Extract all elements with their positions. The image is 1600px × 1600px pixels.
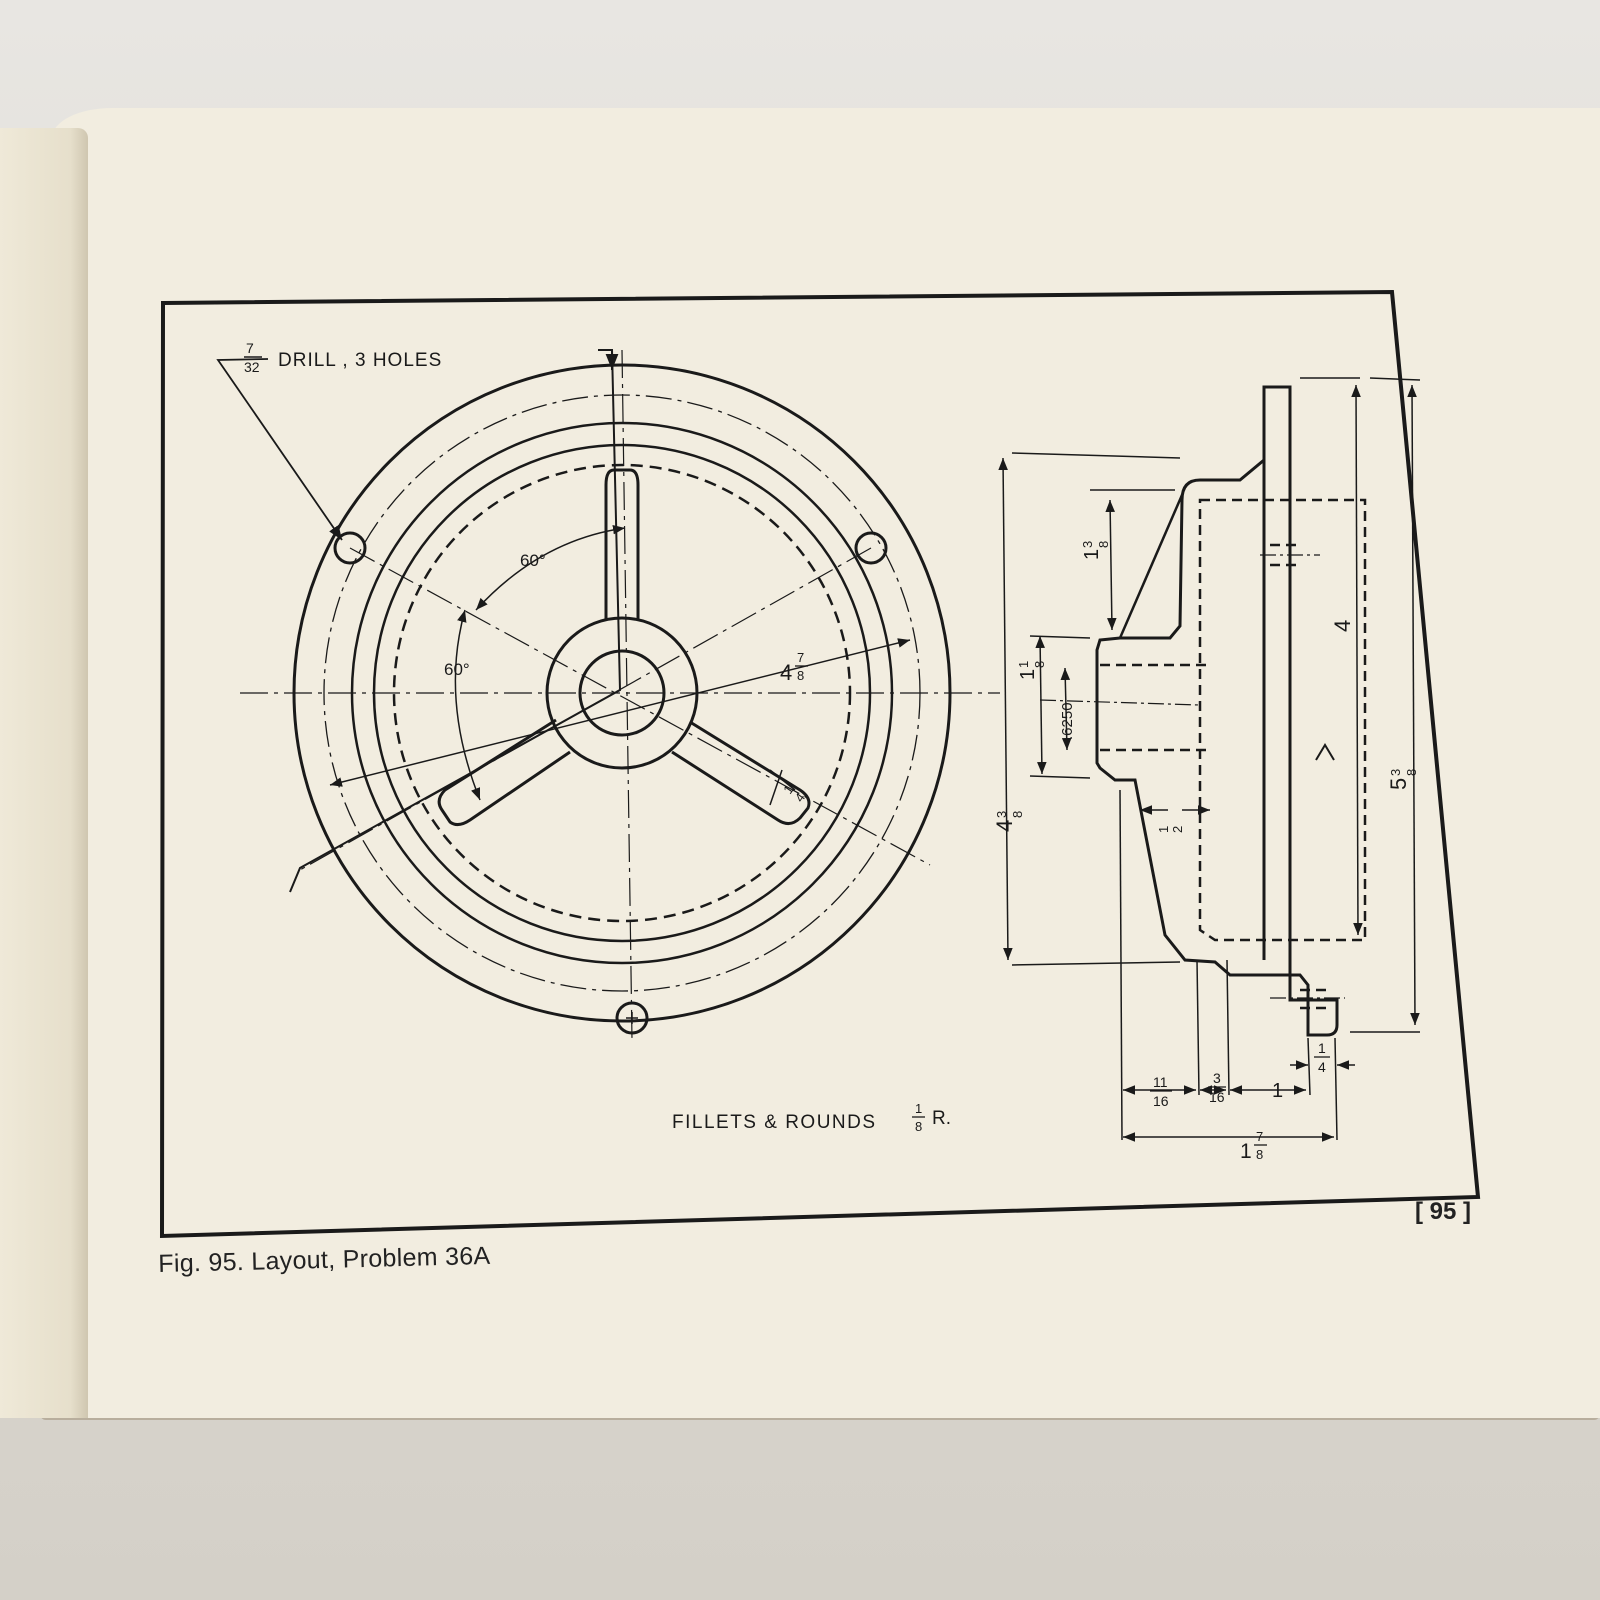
dim-eleven-sixteenths-den: 16: [1153, 1093, 1169, 1109]
angle-label-upper: 60°: [520, 551, 546, 570]
drill-fraction-den: 32: [244, 359, 260, 375]
section-view-labels: 1 3 8 1 1 8 .6250 4 3 8 4 5 3 8 1 2 1: [992, 541, 1419, 1163]
page-number: [ 95 ]: [1415, 1198, 1472, 1225]
dim-hub-step-num: 3: [1080, 541, 1095, 548]
dim-three-sixteenths-den: 16: [1209, 1089, 1225, 1105]
dim-quarter-den: 4: [1318, 1059, 1326, 1075]
dim-hub-whole: 1: [1017, 669, 1039, 680]
dim-height-inner-whole: 4: [992, 820, 1017, 832]
dim-half-num: 1: [1156, 826, 1171, 833]
dim-height-inner-num: 3: [994, 811, 1009, 818]
spoke-top: [604, 468, 640, 620]
dim-four: 4: [1330, 620, 1355, 632]
fillets-suffix: R.: [932, 1108, 951, 1129]
section-outline: [1095, 385, 1339, 1037]
section-view: [998, 377, 1421, 1142]
dim-hub-num: 1: [1016, 661, 1031, 668]
finish-mark: [1315, 743, 1335, 761]
section-dimensions: [998, 377, 1421, 1142]
diameter-num: 7: [797, 650, 804, 665]
dim-eleven-sixteenths-num: 11: [1153, 1074, 1168, 1090]
dim-quarter-num: 1: [1318, 1040, 1326, 1056]
drawing-frame: [159, 289, 1481, 1239]
spoke-width-dimension: [769, 769, 796, 791]
web-slope: [1118, 494, 1184, 639]
fillets-fraction-num: 1: [915, 1101, 922, 1116]
spokes: [437, 468, 811, 827]
dim-total-width-num: 7: [1256, 1129, 1263, 1144]
diameter-den: 8: [797, 668, 804, 683]
spoke-right: [671, 720, 811, 825]
fillets-fraction-den: 8: [915, 1119, 922, 1134]
dim-one: 1: [1272, 1080, 1283, 1102]
center-lines: [240, 349, 1000, 1041]
bolt-hole: [854, 531, 888, 565]
diagonal-centerline: [349, 547, 931, 866]
drill-note: DRILL , 3 HOLES: [278, 350, 442, 371]
diameter-whole: 4: [780, 660, 792, 685]
dim-overall-whole: 5: [1386, 778, 1411, 790]
spoke-left: [437, 718, 571, 827]
dim-hub-den: 8: [1032, 661, 1047, 668]
front-view-labels: 7 32 DRILL , 3 HOLES 60° 60° 4 7 8 1 4 F…: [244, 340, 951, 1134]
dim-total-width-whole: 1: [1240, 1140, 1252, 1163]
bolt-hole: [333, 531, 367, 565]
drill-fraction-num: 7: [246, 340, 254, 356]
vertical-centerline: [621, 349, 633, 1041]
diameter-dimension: [329, 638, 911, 787]
spoke-width-den: 4: [792, 790, 808, 805]
dim-total-width-den: 8: [1256, 1147, 1263, 1162]
dim-bore: .6250: [1059, 702, 1076, 740]
dim-overall-den: 8: [1404, 769, 1419, 776]
cutting-plane-line: [289, 349, 622, 893]
spoke-width-dimension: [769, 769, 783, 806]
front-view: [216, 349, 1000, 1041]
fillets-note: FILLETS & ROUNDS: [672, 1112, 877, 1133]
section-hidden-lines: [1100, 498, 1367, 1010]
dim-half-den: 2: [1170, 826, 1185, 833]
dim-hub-step-den: 8: [1096, 541, 1111, 548]
angle-arc-upper: [475, 524, 626, 611]
drill-leader: [216, 358, 343, 541]
dim-three-sixteenths-num: 3: [1213, 1070, 1221, 1086]
dim-overall-num: 3: [1388, 769, 1403, 776]
left-page-edge: [0, 128, 88, 1418]
angle-label-left: 60°: [444, 660, 470, 679]
dim-hub-step-whole: 1: [1081, 549, 1103, 560]
dim-height-inner-den: 8: [1010, 811, 1025, 818]
